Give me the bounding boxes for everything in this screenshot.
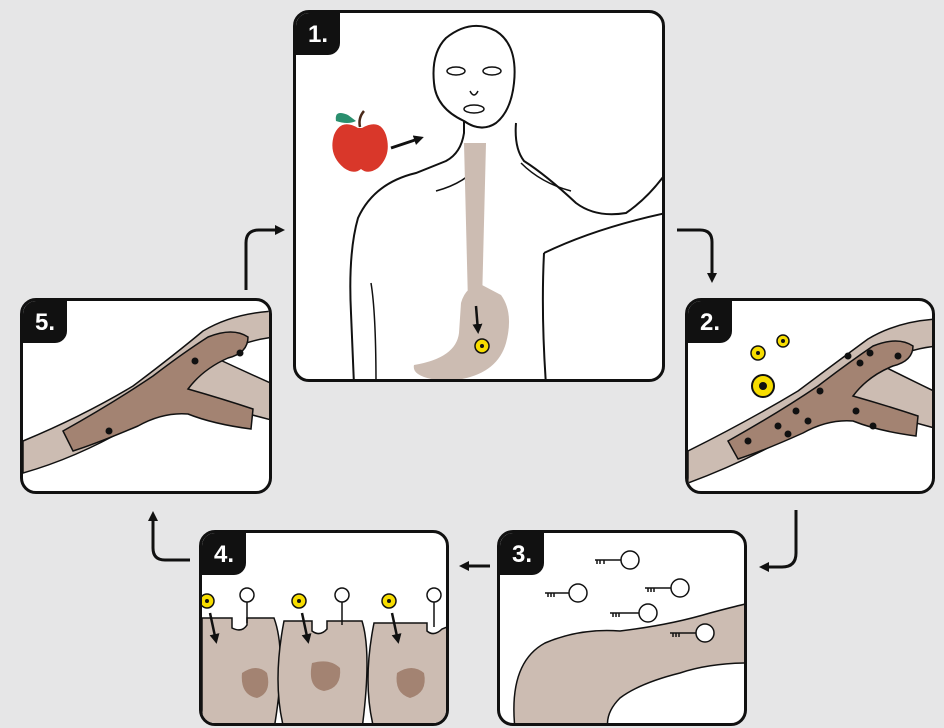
step-3-panel: 3. <box>497 530 747 726</box>
step-5-label: 5. <box>23 301 67 343</box>
arrow-4-to-5 <box>153 514 190 560</box>
stomach <box>414 285 509 381</box>
glucose-molecule-icon <box>751 335 789 397</box>
apple-to-mouth-arrow <box>391 138 421 148</box>
step-4-panel: 4. <box>199 530 449 726</box>
arrow-5-to-1 <box>246 230 282 290</box>
step-4-label: 4. <box>202 533 246 575</box>
step-5-panel: 5. <box>20 298 272 494</box>
glucose-molecule-icon <box>202 594 396 608</box>
step-3-label: 3. <box>500 533 544 575</box>
pancreas <box>514 603 747 726</box>
eating-illustration <box>296 13 665 382</box>
step-1-panel: 1. <box>293 10 665 382</box>
arrow-2-to-3 <box>762 510 796 567</box>
step-2-panel: 2. <box>685 298 935 494</box>
esophagus <box>464 143 486 303</box>
step-2-label: 2. <box>688 301 732 343</box>
apple-icon <box>332 111 387 172</box>
arrow-1-to-2 <box>677 230 712 280</box>
step-1-label: 1. <box>296 13 340 55</box>
